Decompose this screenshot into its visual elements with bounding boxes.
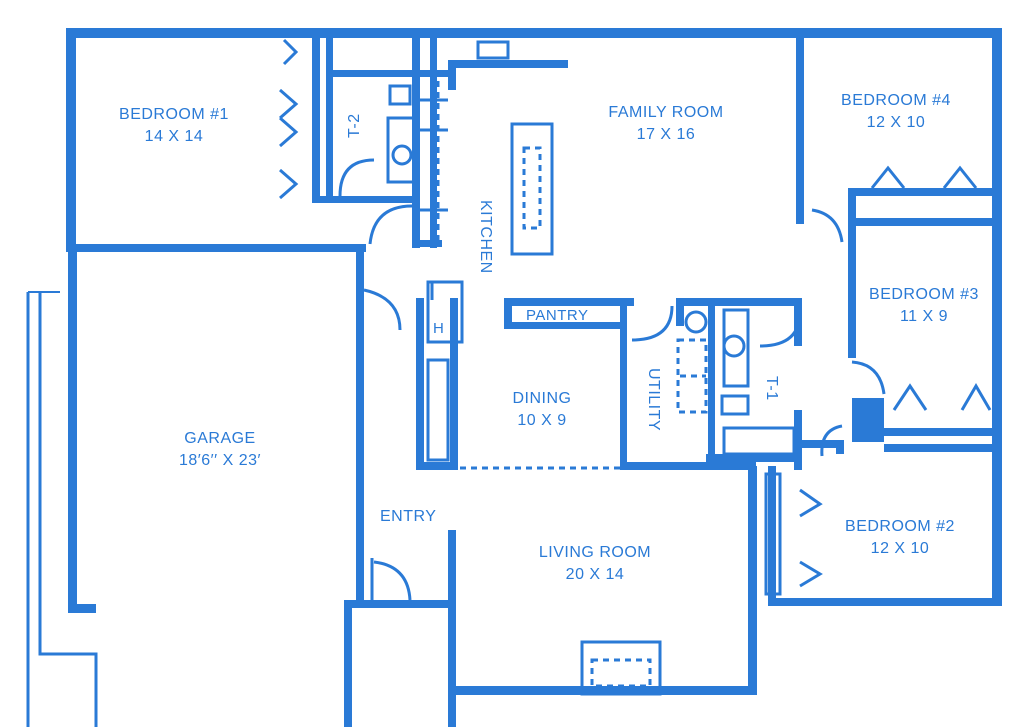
- room-label-garage: GARAGE 18′6′′ X 23′: [150, 428, 290, 472]
- room-label-bedroom4: BEDROOM #4 12 X 10: [826, 90, 966, 134]
- room-dimensions: 12 X 10: [866, 114, 926, 131]
- bedroom1-closet: [279, 38, 456, 248]
- label-t2: T-2: [346, 113, 363, 138]
- core-rooms: [460, 298, 802, 470]
- label-kitchen: KITCHEN: [477, 200, 494, 274]
- room-name: BEDROOM #4: [841, 92, 951, 109]
- room-name: FAMILY ROOM: [608, 104, 724, 121]
- room-label-bedroom2: BEDROOM #2 12 X 10: [830, 516, 970, 560]
- label-entry: ENTRY: [380, 508, 437, 525]
- room-dimensions: 14 X 14: [144, 128, 204, 145]
- room-dimensions: 11 X 9: [899, 308, 949, 325]
- room-name: BEDROOM #2: [845, 518, 955, 535]
- room-label-dining: DINING 10 X 9: [492, 388, 592, 432]
- kitchen: [420, 38, 568, 256]
- room-name: LIVING ROOM: [538, 544, 652, 561]
- room-name: GARAGE: [184, 430, 256, 447]
- label-utility: UTILITY: [645, 368, 662, 432]
- entry-living: [363, 288, 662, 696]
- label-t1: T-1: [763, 376, 780, 401]
- room-label-living-room: LIVING ROOM 20 X 14: [520, 542, 670, 586]
- label-pantry: PANTRY: [526, 307, 589, 324]
- windows: [120, 29, 1001, 691]
- room-dimensions: 10 X 9: [517, 412, 567, 429]
- room-name: BEDROOM #1: [119, 106, 229, 123]
- room-dimensions: 12 X 10: [870, 540, 930, 557]
- room-dimensions: 17 X 16: [636, 126, 696, 143]
- label-heater: H: [433, 320, 445, 337]
- room-dimensions: 20 X 14: [565, 566, 625, 583]
- hall-closets: [416, 280, 464, 470]
- garage-outline: [26, 291, 98, 727]
- room-label-family-room: FAMILY ROOM 17 X 16: [586, 102, 746, 146]
- room-label-bedroom1: BEDROOM #1 14 X 14: [104, 104, 244, 148]
- room-name: BEDROOM #3: [869, 286, 979, 303]
- room-name: DINING: [512, 390, 572, 407]
- room-label-bedroom3: BEDROOM #3 11 X 9: [856, 284, 992, 328]
- bedroom-walls: [764, 38, 994, 596]
- room-dimensions: 18′6′′ X 23′: [178, 452, 262, 469]
